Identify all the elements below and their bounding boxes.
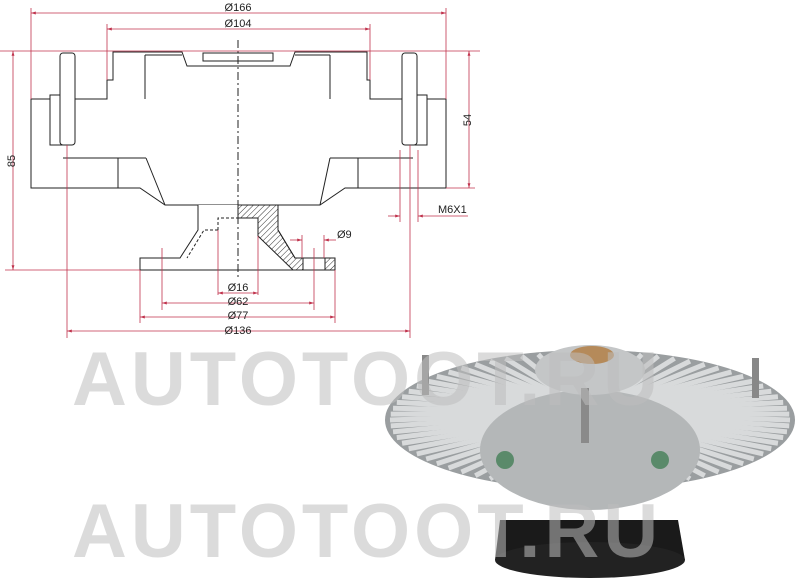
- fin: [436, 373, 545, 404]
- label-body-diameter: Ø104: [225, 18, 252, 30]
- fin: [627, 365, 720, 401]
- watermark-bottom: AUTOTOOT.RU: [72, 489, 663, 574]
- fin: [647, 399, 784, 412]
- fin: [644, 388, 772, 409]
- fin: [631, 369, 733, 402]
- label-total-height: 85: [6, 155, 18, 167]
- dimension-labels: Ø166 Ø104 85 54 M6X1 Ø9 Ø16 Ø62 Ø77 Ø136: [6, 2, 474, 337]
- fin: [474, 361, 557, 400]
- part-outline: [30, 40, 447, 280]
- label-bolt-hole: Ø9: [337, 229, 352, 241]
- fin: [416, 383, 539, 407]
- fin: [460, 365, 553, 401]
- label-stud-thread: M6X1: [438, 204, 467, 216]
- fin: [488, 358, 562, 399]
- label-stud-circle: Ø136: [225, 325, 252, 337]
- label-body-height: 54: [462, 114, 474, 126]
- fin: [401, 394, 534, 410]
- fin: [641, 383, 764, 407]
- label-pilot: Ø62: [228, 296, 249, 308]
- label-bore: Ø16: [228, 282, 249, 294]
- fin: [618, 358, 692, 399]
- fin: [447, 369, 549, 402]
- fin: [396, 399, 533, 412]
- label-bolt-circle: Ø77: [228, 310, 249, 322]
- fin: [425, 378, 542, 405]
- dimension-lines: [0, 8, 480, 338]
- fin: [638, 378, 755, 405]
- watermark-top: AUTOTOOT.RU: [72, 337, 663, 422]
- fin: [646, 394, 779, 410]
- fin: [408, 388, 536, 409]
- fin: [623, 361, 706, 400]
- fan-clutch-photo: [385, 345, 795, 578]
- label-outer-diameter: Ø166: [225, 2, 252, 14]
- fin: [635, 373, 744, 404]
